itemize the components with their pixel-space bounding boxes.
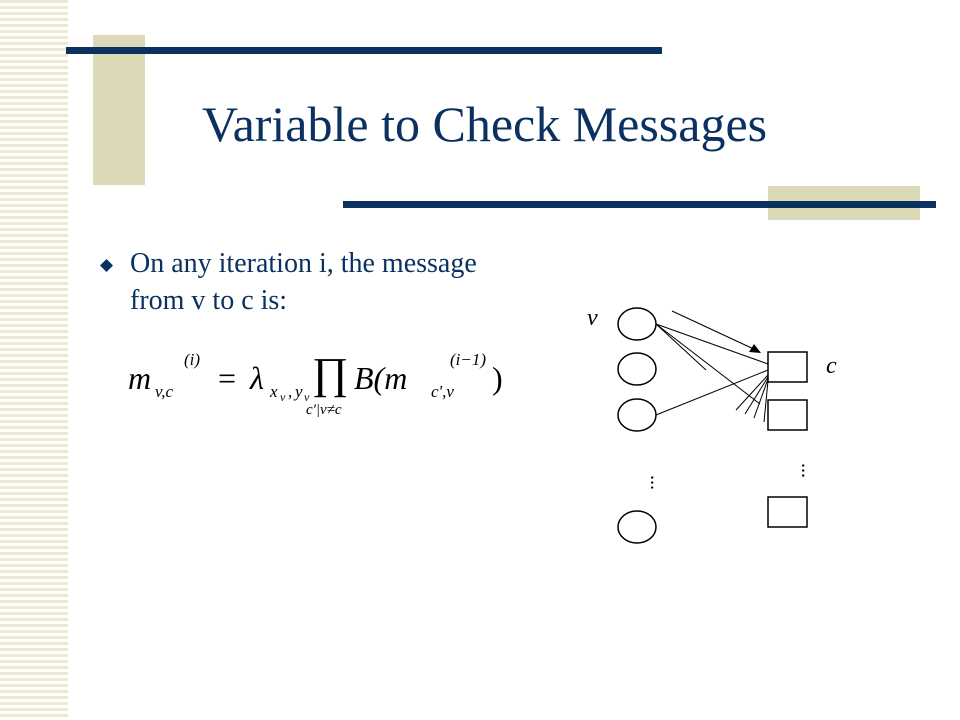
edge xyxy=(753,378,769,419)
formula-lambda-subscript-x: x xyxy=(270,382,278,401)
formula-inner-superscript: (i−1) xyxy=(450,350,487,369)
title-accent-block xyxy=(93,35,145,185)
bipartite-graph: v c ... ... xyxy=(587,305,837,544)
formula-m: m xyxy=(128,360,152,396)
edge xyxy=(744,376,769,415)
formula-m-subscript: v,c xyxy=(155,382,174,401)
variable-node xyxy=(617,307,657,341)
formula-b-function: B(m xyxy=(354,360,408,396)
edge xyxy=(655,323,761,405)
formula-lambda-subscript-v2: v xyxy=(304,390,310,404)
check-node xyxy=(767,351,808,383)
formula-m-superscript: (i) xyxy=(184,350,201,369)
formula-close-paren: ) xyxy=(492,360,503,396)
top-rule xyxy=(66,47,662,54)
variable-label: v xyxy=(587,305,598,331)
check-node xyxy=(767,496,808,528)
formula-product: ∏ xyxy=(312,349,349,398)
variable-node xyxy=(617,352,657,386)
edge xyxy=(735,374,769,411)
variable-node xyxy=(617,398,657,432)
variable-node xyxy=(617,510,657,544)
formula-lambda-subscript-comma: , xyxy=(288,382,293,401)
formula-inner-subscript: c',v xyxy=(431,382,454,401)
bottom-rule xyxy=(343,201,936,208)
edge xyxy=(763,380,769,423)
slide-title: Variable to Check Messages xyxy=(202,96,768,152)
edge-to-check xyxy=(671,310,759,352)
edge xyxy=(655,323,769,365)
check-label: c xyxy=(826,353,837,379)
variable-ellipsis: ... xyxy=(646,475,668,490)
check-ellipsis: ... xyxy=(797,463,819,478)
formula-product-subscript: c'|v≠c xyxy=(306,402,342,418)
check-node xyxy=(767,399,808,431)
formula-lambda: λ xyxy=(250,360,264,396)
formula-equals: = xyxy=(218,360,237,396)
formula-lambda-subscript-v1: v xyxy=(280,390,286,404)
left-stripe-decoration xyxy=(0,0,68,720)
edge xyxy=(655,369,769,416)
edge xyxy=(655,323,707,371)
arrowhead xyxy=(749,344,761,353)
formula-lambda-subscript-y: y xyxy=(295,382,303,401)
bullet-text: On any iteration i, the message from v t… xyxy=(130,248,477,316)
diamond-bullet-icon xyxy=(100,259,113,272)
